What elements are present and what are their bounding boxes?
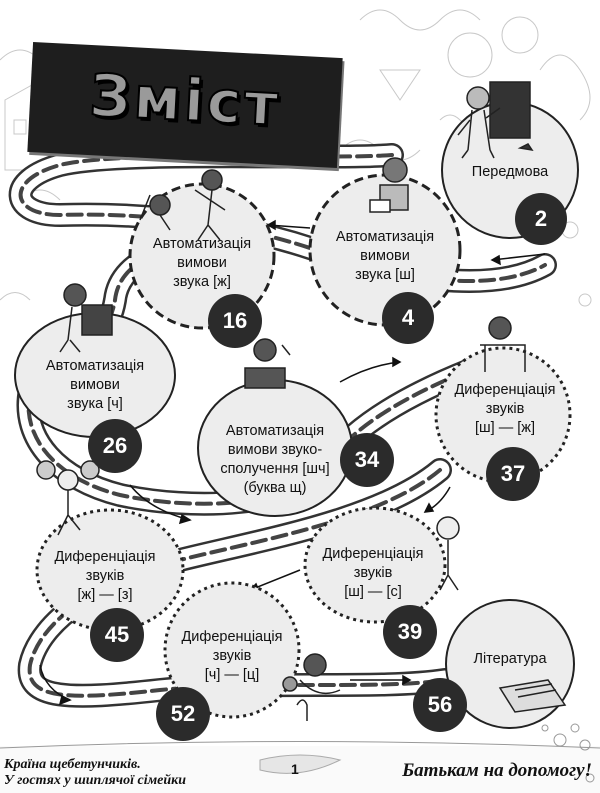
toc-entry-label: Література bbox=[473, 651, 547, 667]
book-title-line1: Країна щебетунчиків. bbox=[4, 757, 141, 772]
page-number: 1 bbox=[291, 761, 299, 777]
page-number-badge: 56 bbox=[413, 678, 467, 732]
bubbles-decoration bbox=[541, 723, 595, 783]
page-number-badge: 45 bbox=[90, 608, 144, 662]
title-banner: Зміст bbox=[27, 41, 343, 169]
page-title: Зміст bbox=[87, 60, 284, 140]
book-title: Країна щебетунчиків. У гостях у шиплячої… bbox=[4, 757, 186, 789]
circle-ч-ц bbox=[163, 581, 301, 719]
page-number-badge: 26 bbox=[88, 419, 142, 473]
page-number-badge: 37 bbox=[486, 447, 540, 501]
page-number-badge: 4 bbox=[382, 292, 434, 344]
series-title: Батькам на допомогу! bbox=[402, 760, 592, 781]
page-number-badge: 34 bbox=[340, 433, 394, 487]
child-figures bbox=[36, 81, 567, 721]
page-number-badge: 16 bbox=[208, 294, 262, 348]
circle-ж bbox=[128, 182, 276, 330]
toc-circles bbox=[14, 101, 579, 729]
footer-band bbox=[0, 723, 600, 793]
book-title-line2: У гостях у шиплячої сімейки bbox=[4, 773, 187, 788]
toc-entry-label: Передмова bbox=[471, 164, 549, 180]
circle-ж-з bbox=[35, 508, 185, 632]
page-number-badge: 52 bbox=[156, 687, 210, 741]
page-number-badge: 2 bbox=[515, 193, 567, 245]
page-number-badge: 39 bbox=[383, 605, 437, 659]
road bbox=[8, 143, 557, 708]
direction-arrows bbox=[39, 219, 546, 706]
circle-ш-с bbox=[303, 506, 447, 624]
